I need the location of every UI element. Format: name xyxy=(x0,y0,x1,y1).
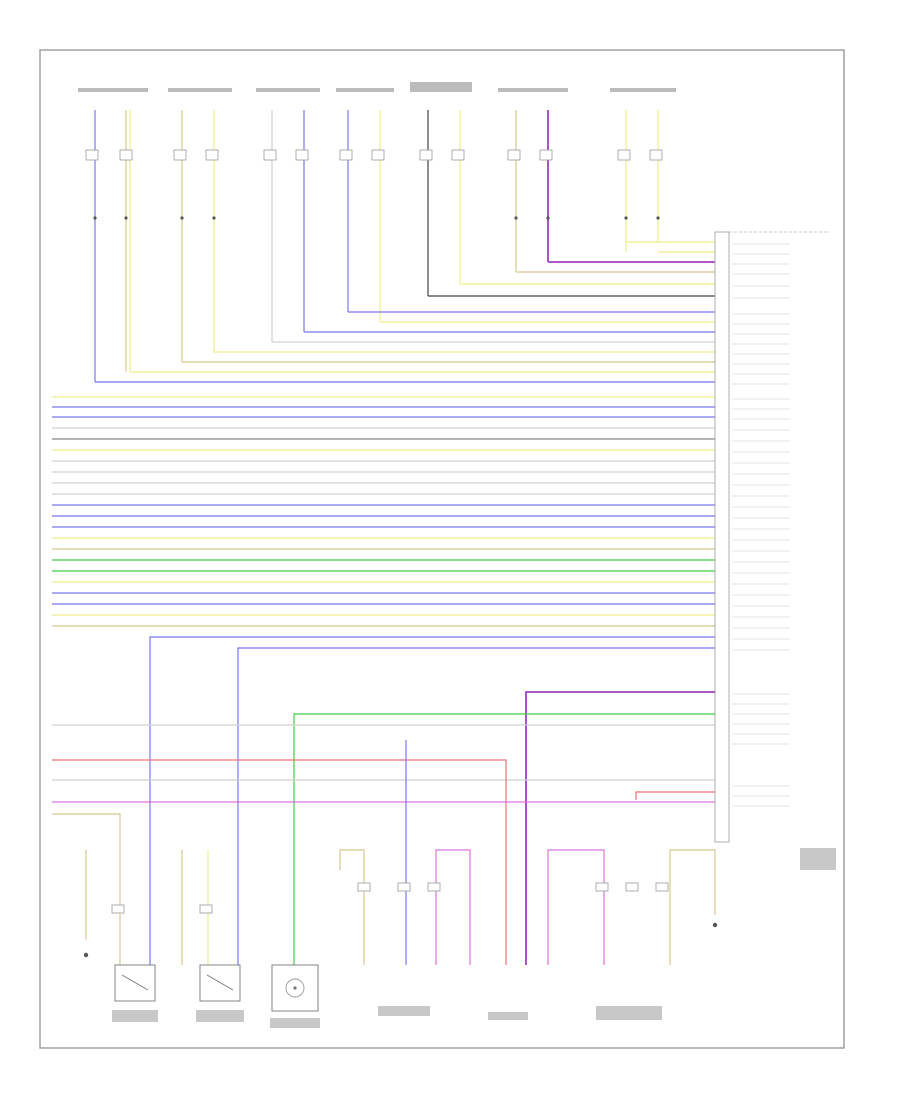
lower-harness xyxy=(52,636,716,965)
bottom-labels xyxy=(112,848,836,1028)
diagram-frame xyxy=(39,49,845,1049)
splice-points xyxy=(93,216,660,220)
sensor-connectors xyxy=(85,149,663,161)
bottom-connectors xyxy=(111,882,669,914)
top-bus-lines xyxy=(95,241,715,383)
main-harness-lines xyxy=(52,396,715,627)
module-pin-rows xyxy=(732,243,790,807)
header-labels xyxy=(78,82,676,92)
control-module-connector xyxy=(714,231,830,843)
bottom-components xyxy=(114,964,319,1012)
ground-symbols xyxy=(83,922,718,958)
